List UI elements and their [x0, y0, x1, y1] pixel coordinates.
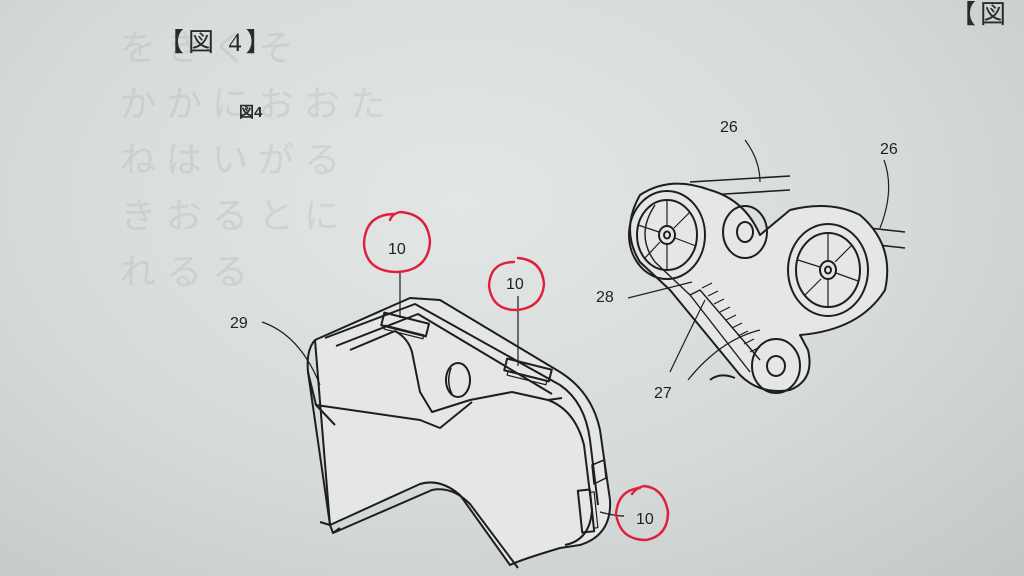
numeral-cover-slot-top: 10 [388, 241, 406, 258]
numeral-cover-slot-side: 10 [636, 511, 654, 528]
belt-drive [628, 175, 906, 394]
numeral-shaft-right: 26 [880, 141, 898, 158]
next-figure-header-fragment: 【図 [950, 0, 1011, 29]
red-annotation-circle-top [362, 210, 432, 274]
numeral-shaft-left: 26 [720, 119, 738, 136]
numeral-belt-outer: 28 [596, 289, 614, 306]
figure-caption: 図4 [239, 104, 263, 121]
numeral-belt-teeth: 27 [654, 385, 672, 402]
red-annotation-circle-side [614, 484, 670, 542]
numeral-cover: 29 [230, 315, 248, 332]
numeral-cover-slot-middle: 10 [506, 276, 524, 293]
figure-header-label: 【図 4】 [158, 28, 276, 57]
red-annotation-circle-middle [487, 256, 546, 312]
timing-cover [306, 297, 612, 569]
